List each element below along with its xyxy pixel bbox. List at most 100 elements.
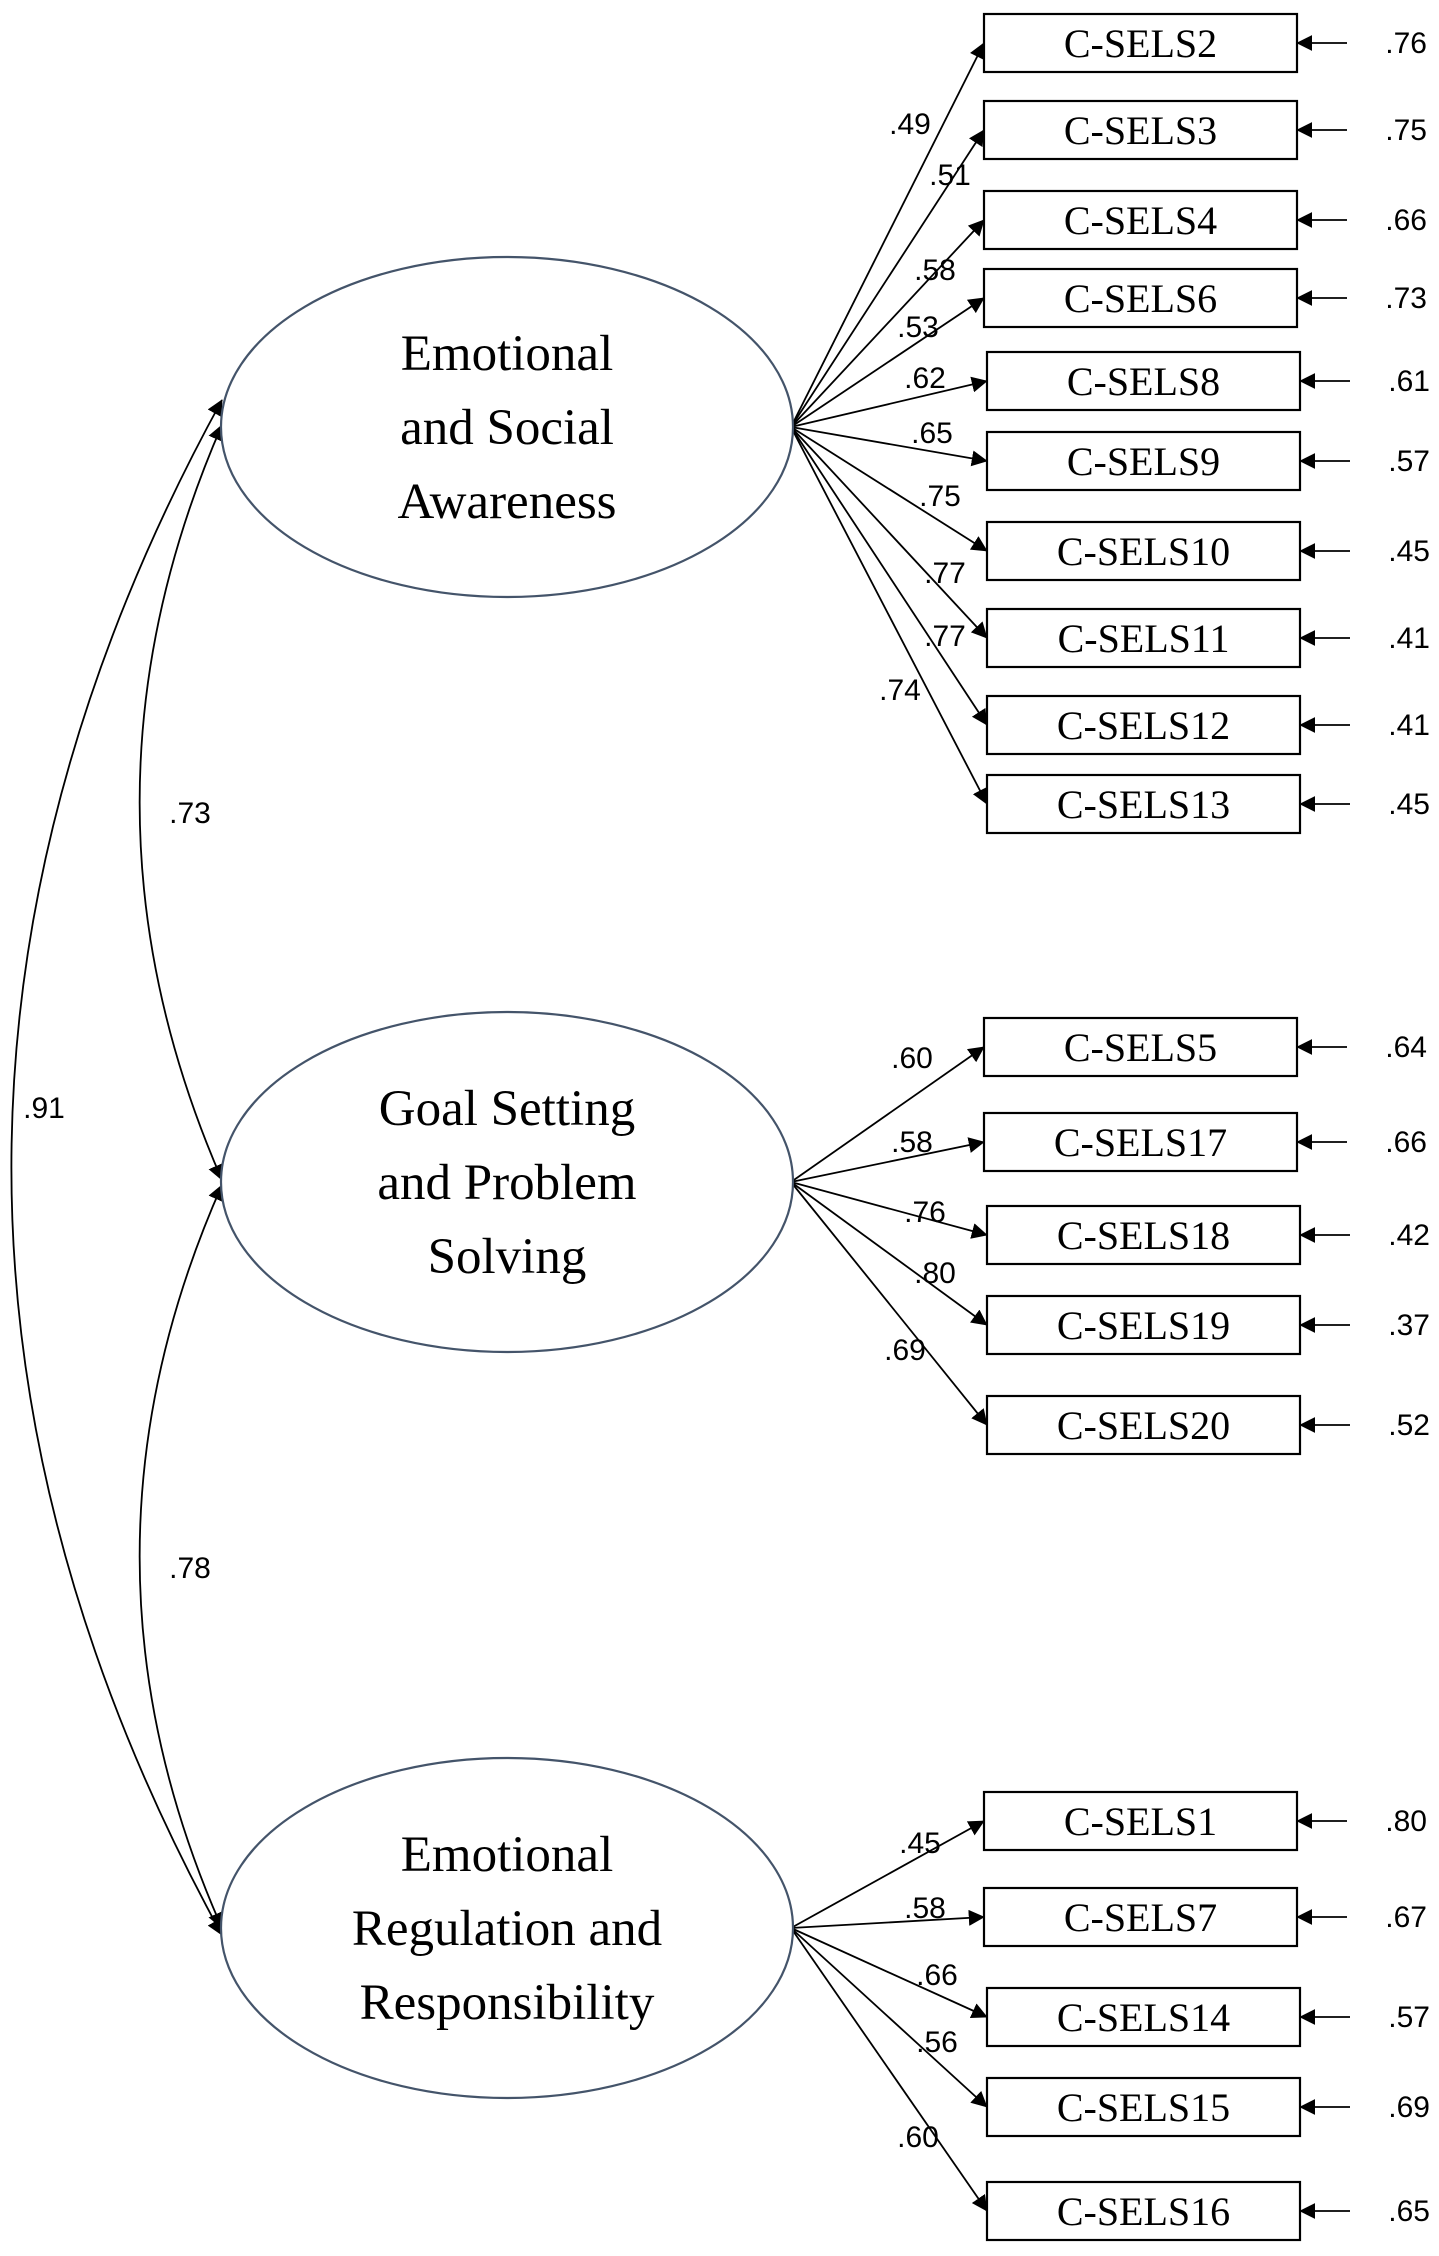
indicator-label: C-SELS8 [1067, 359, 1220, 404]
indicator-box [985, 1394, 1302, 1456]
loading-path [790, 1137, 985, 1183]
loading-coefficient: .76 [904, 1196, 946, 1229]
indicator-box [982, 99, 1299, 161]
loading-coefficient: .69 [884, 1334, 926, 1367]
indicator-box [985, 2180, 1302, 2242]
loading-path [790, 297, 985, 428]
loading-path [790, 426, 988, 639]
indicator-label: C-SELS2 [1064, 21, 1217, 66]
indicator-box [985, 350, 1302, 412]
latent-label-line: Emotional [401, 326, 613, 382]
loading-path [790, 129, 985, 428]
loading-coefficient: .45 [899, 1827, 941, 1860]
error-variance-label: .64 [1385, 1031, 1427, 1064]
latent-label-line: Emotional [401, 1827, 613, 1883]
indicator-label: C-SELS10 [1057, 529, 1230, 574]
loading-path [790, 1820, 985, 1929]
error-variance-label: .67 [1385, 1901, 1427, 1934]
indicator-box [985, 520, 1302, 582]
loading-coefficient: .65 [911, 417, 953, 450]
indicator-label: C-SELS11 [1058, 616, 1230, 661]
error-variance-label: .57 [1388, 2001, 1430, 2034]
loading-path [790, 1181, 988, 1326]
error-variance-label: .37 [1388, 1309, 1430, 1342]
correlation-coefficient: .78 [169, 1552, 211, 1585]
latent-label-line: and Problem [377, 1155, 636, 1211]
latent-label-line: Solving [428, 1229, 587, 1285]
loading-coefficient: .60 [897, 2121, 939, 2154]
indicator-label: C-SELS19 [1057, 1303, 1230, 1348]
error-variance-label: .42 [1388, 1219, 1430, 1252]
loading-coefficient: .51 [929, 159, 971, 192]
error-variance-label: .41 [1388, 622, 1430, 655]
error-variance-label: .45 [1388, 535, 1430, 568]
loading-coefficient: .58 [904, 1892, 946, 1925]
indicator-box [985, 2076, 1302, 2138]
correlation-path [10, 399, 223, 1936]
loading-coefficient: .58 [891, 1126, 933, 1159]
nodes-layer [219, 12, 1302, 2242]
error-variance-label: .80 [1385, 1805, 1427, 1838]
indicator-box [985, 1204, 1302, 1266]
indicator-box [985, 1986, 1302, 2048]
indicator-label: C-SELS4 [1064, 198, 1217, 243]
indicator-label: C-SELS18 [1057, 1213, 1230, 1258]
indicator-label: C-SELS6 [1064, 276, 1217, 321]
error-variance-label: .45 [1388, 788, 1430, 821]
indicator-label: C-SELS1 [1064, 1799, 1217, 1844]
error-variance-label: .69 [1388, 2091, 1430, 2124]
latent-factor-errs [219, 1756, 795, 2100]
indicator-box [982, 1016, 1299, 1078]
error-variance-label: .52 [1388, 1409, 1430, 1442]
indicator-label: C-SELS5 [1064, 1025, 1217, 1070]
indicator-box [982, 267, 1299, 329]
indicator-label: C-SELS12 [1057, 703, 1230, 748]
error-variance-label: .65 [1388, 2195, 1430, 2228]
indicator-label: C-SELS17 [1054, 1120, 1227, 1165]
latent-label-line: Goal Setting [379, 1081, 635, 1137]
loading-path [790, 426, 988, 467]
indicator-label: C-SELS16 [1057, 2189, 1230, 2234]
indicator-label: C-SELS14 [1057, 1995, 1230, 2040]
indicator-box [982, 12, 1299, 74]
indicator-box [982, 189, 1299, 251]
indicator-box [982, 1886, 1299, 1948]
error-variance-label: .73 [1385, 282, 1427, 315]
loading-coefficient: .56 [916, 2026, 958, 2059]
loading-coefficient: .60 [891, 1042, 933, 1075]
indicator-box [985, 773, 1302, 835]
error-variance-label: .41 [1388, 709, 1430, 742]
latent-factor-gsps [219, 1010, 795, 1354]
indicator-label: C-SELS15 [1057, 2085, 1230, 2130]
indicator-label: C-SELS3 [1064, 108, 1217, 153]
indicator-box [982, 1111, 1299, 1173]
loading-coefficient: .49 [889, 108, 931, 141]
loading-path [790, 1927, 988, 2212]
error-variance-label: .76 [1385, 27, 1427, 60]
error-variance-label: .66 [1385, 204, 1427, 237]
correlation-path [138, 1184, 224, 1929]
loading-coefficient: .58 [914, 254, 956, 287]
error-variance-label: .61 [1388, 365, 1430, 398]
indicator-label: C-SELS20 [1057, 1403, 1230, 1448]
indicator-box [985, 607, 1302, 669]
paths-layer [10, 35, 1350, 2219]
indicator-label: C-SELS13 [1057, 782, 1230, 827]
correlation-path [138, 424, 224, 1181]
loading-path [790, 219, 985, 428]
indicator-label: C-SELS9 [1067, 439, 1220, 484]
loading-coefficient: .75 [919, 480, 961, 513]
loading-path [790, 1927, 988, 2108]
loading-path [790, 1909, 985, 1929]
loading-path [790, 426, 988, 552]
loading-coefficient: .80 [914, 1257, 956, 1290]
indicator-box [985, 1294, 1302, 1356]
correlation-coefficient: .91 [23, 1092, 65, 1125]
indicator-label: C-SELS7 [1064, 1895, 1217, 1940]
loading-coefficient: .74 [879, 674, 921, 707]
indicator-box [985, 430, 1302, 492]
loading-path [790, 426, 988, 726]
loading-path [790, 426, 988, 805]
latent-label-line: Regulation and [352, 1901, 662, 1957]
